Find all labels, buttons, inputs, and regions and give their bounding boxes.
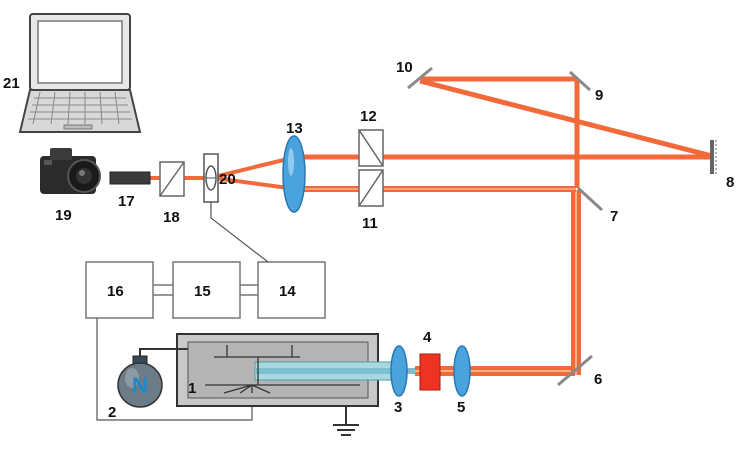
label-7: 7	[610, 208, 618, 225]
label-2: 2	[108, 404, 116, 421]
laptop-21	[18, 13, 142, 133]
number-labels: 1 2 3 4 5 6 7 8 9 10 11 12 13 14 15 16 1…	[3, 59, 734, 421]
polarizer-12	[358, 129, 384, 167]
box-14	[257, 261, 326, 319]
polarizer-11	[358, 169, 384, 207]
gas-letter: N	[132, 373, 148, 398]
sample-holder-20	[203, 153, 219, 203]
label-9: 9	[595, 87, 603, 104]
beam-13-to-20-upper	[213, 155, 297, 179]
mirror-6	[557, 354, 593, 387]
label-15: 15	[194, 283, 211, 300]
mirrors	[407, 66, 717, 387]
label-10: 10	[396, 59, 413, 76]
lens-5	[453, 345, 471, 397]
mirror-7	[576, 186, 604, 212]
label-6: 6	[594, 371, 602, 388]
box-connectors	[153, 284, 258, 296]
label-21: 21	[3, 75, 20, 92]
ground-symbol	[333, 406, 359, 436]
label-8: 8	[726, 174, 734, 191]
box-15	[172, 261, 241, 319]
label-18: 18	[163, 209, 180, 226]
label-17: 17	[118, 193, 135, 210]
lens-13	[282, 135, 306, 213]
label-3: 3	[394, 399, 402, 416]
label-19: 19	[55, 207, 72, 224]
label-20: 20	[219, 171, 236, 188]
lens-3	[390, 345, 408, 397]
chamber-1	[139, 333, 415, 436]
gas-cylinder-2: N	[117, 355, 163, 408]
analyzer-18	[159, 161, 185, 197]
label-5: 5	[457, 399, 465, 416]
beam-13-to-20-lower	[213, 176, 297, 191]
beam-10-to-8	[419, 78, 713, 159]
label-14: 14	[279, 283, 296, 300]
label-12: 12	[360, 108, 377, 125]
label-4: 4	[423, 329, 432, 346]
mirror-10	[407, 66, 433, 90]
label-11: 11	[362, 215, 378, 232]
lens-tube-17	[109, 171, 151, 185]
label-13: 13	[286, 120, 303, 137]
crystal-4	[419, 353, 441, 391]
camera-19	[40, 148, 101, 194]
mirror-9	[568, 70, 592, 92]
label-1: 1	[188, 380, 196, 397]
box-16	[85, 261, 154, 319]
label-16: 16	[107, 283, 124, 300]
